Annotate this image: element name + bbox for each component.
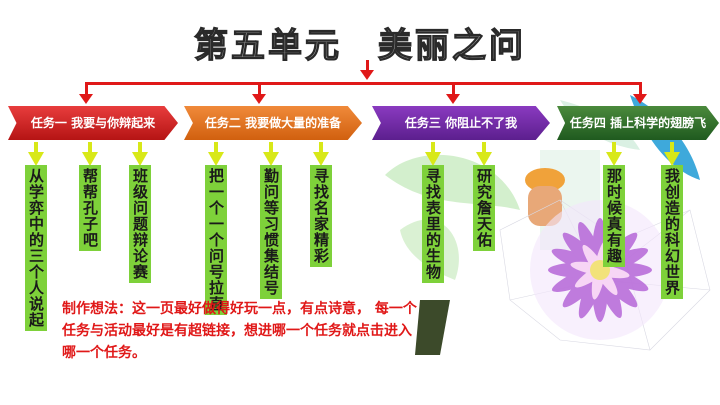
task-1-banner[interactable]: 任务一 我要与你辩起来 (8, 106, 178, 140)
task-4-banner[interactable]: 任务四 插上科学的翅膀飞 (557, 106, 719, 140)
activity-1[interactable]: 从学弈中的三个人说起 (25, 165, 47, 331)
connector-horizontal (86, 82, 642, 85)
connector-arrow-4 (633, 94, 647, 104)
activity-arrow-5 (263, 142, 279, 166)
connector-drop-3 (452, 82, 455, 96)
connector-drop-1 (85, 82, 88, 96)
design-note: 制作想法：这一页最好做得好玩一点，有点诗意， 每一个 任务与活动最好是有超链接，… (62, 298, 502, 364)
task-2-banner[interactable]: 任务二 我要做大量的准备 (184, 106, 362, 140)
activity-arrow-3 (132, 142, 148, 166)
activity-10[interactable]: 我创造的科幻世界 (661, 165, 683, 299)
page-title: 第五单元美丽之问 (0, 18, 720, 67)
activity-3[interactable]: 班级问题辩论赛 (129, 165, 151, 283)
design-note-line-2: 任务与活动最好是有超链接，想进哪一个任务就点击进入 (62, 323, 412, 339)
activity-9[interactable]: 那时候真有趣 (603, 165, 625, 267)
connector-drop-4 (639, 82, 642, 96)
connector-arrow-trunk (360, 70, 374, 80)
activity-arrow-8 (476, 142, 492, 166)
design-note-line-1: 制作想法：这一页最好做得好玩一点，有点诗意， 每一个 (62, 301, 417, 317)
activity-7[interactable]: 寻找表里的生物 (422, 165, 444, 283)
activity-6[interactable]: 寻找名家精彩 (310, 165, 332, 267)
connector-trunk (366, 60, 369, 76)
activity-arrow-2 (82, 142, 98, 166)
connector-arrow-1 (79, 94, 93, 104)
activity-arrow-6 (313, 142, 329, 166)
activity-4[interactable]: 把一个一个问号拉直 (205, 165, 227, 315)
activity-8[interactable]: 研究詹天佑 (473, 165, 495, 251)
design-note-line-3: 哪一个任务。 (62, 345, 146, 361)
flower-icon (530, 200, 670, 340)
title-question: 美丽之问 (377, 25, 526, 66)
activity-arrow-10 (664, 142, 680, 166)
connector-arrow-2 (252, 94, 266, 104)
activity-arrow-9 (606, 142, 622, 166)
title-unit: 第五单元 (193, 25, 342, 66)
connector-drop-2 (258, 82, 261, 96)
activity-5[interactable]: 勤问等习惯集结号 (260, 165, 282, 299)
person-silhouette-icon (415, 168, 565, 355)
activity-2[interactable]: 帮帮孔子吧 (79, 165, 101, 251)
connector-arrow-3 (446, 94, 460, 104)
task-3-banner[interactable]: 任务三 你阻止不了我 (372, 106, 550, 140)
activity-arrow-7 (425, 142, 441, 166)
activity-arrow-4 (208, 142, 224, 166)
activity-arrow-1 (28, 142, 44, 166)
